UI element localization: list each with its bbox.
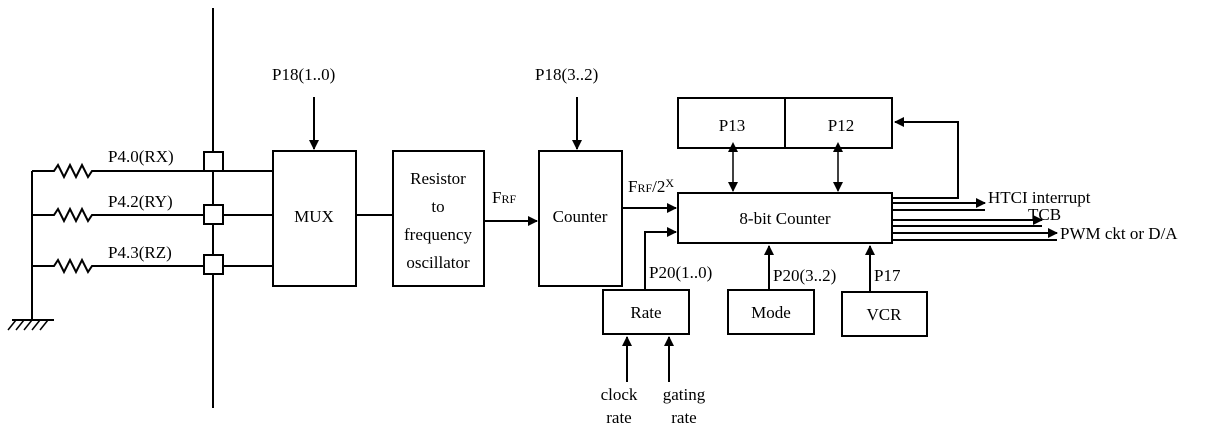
resistor-rz bbox=[32, 254, 273, 275]
pin-ry-square bbox=[203, 204, 224, 225]
clock-line-1: clock bbox=[601, 385, 638, 404]
rate-block bbox=[602, 289, 690, 335]
osc-line-3: frequency bbox=[404, 225, 472, 244]
label-p42: P4.2(RY) bbox=[108, 192, 173, 211]
counter8-block bbox=[677, 192, 893, 244]
feedback-loop bbox=[892, 117, 959, 199]
gating-line-2: rate bbox=[671, 408, 696, 427]
mode-block bbox=[727, 289, 815, 335]
osc-line-4: oscillator bbox=[406, 253, 470, 272]
rate-to-counter8 bbox=[644, 227, 677, 290]
resistor-ry bbox=[32, 204, 273, 225]
vcr-block bbox=[841, 291, 928, 337]
label-frf2x: FRF/2X bbox=[628, 176, 674, 196]
label-p43: P4.3(RZ) bbox=[108, 243, 172, 262]
p12-label: P12 bbox=[828, 116, 854, 135]
label-p18-32: P18(3..2) bbox=[535, 65, 598, 84]
label-tcb: TCB bbox=[1028, 205, 1061, 224]
mux-block bbox=[272, 150, 357, 287]
pin-rx-square bbox=[203, 151, 224, 172]
mux-label: MUX bbox=[294, 207, 334, 226]
label-p20-32: P20(3..2) bbox=[773, 266, 836, 285]
counter-label: Counter bbox=[553, 207, 608, 226]
ground-symbol bbox=[7, 171, 54, 331]
pin-rz-square bbox=[203, 254, 224, 275]
resistor-rx bbox=[32, 151, 273, 180]
osc-line-2: to bbox=[431, 197, 444, 216]
counter-block bbox=[538, 150, 623, 287]
label-frf: FRF bbox=[492, 188, 516, 207]
osc-line-1: Resistor bbox=[410, 169, 466, 188]
clock-line-2: rate bbox=[606, 408, 631, 427]
label-pwm: PWM ckt or D/A bbox=[1060, 224, 1178, 243]
label-htci: HTCI interrupt bbox=[988, 188, 1091, 207]
counter8-label: 8-bit Counter bbox=[739, 209, 830, 228]
vcr-label: VCR bbox=[867, 305, 903, 324]
p13-label: P13 bbox=[719, 116, 745, 135]
mode-label: Mode bbox=[751, 303, 791, 322]
oscillator-block bbox=[392, 150, 485, 287]
label-p20-10: P20(1..0) bbox=[649, 263, 712, 282]
label-p17: P17 bbox=[874, 266, 901, 285]
gating-line-1: gating bbox=[663, 385, 706, 404]
label-p18-10: P18(1..0) bbox=[272, 65, 335, 84]
rate-label: Rate bbox=[630, 303, 661, 322]
label-p40: P4.0(RX) bbox=[108, 147, 174, 166]
